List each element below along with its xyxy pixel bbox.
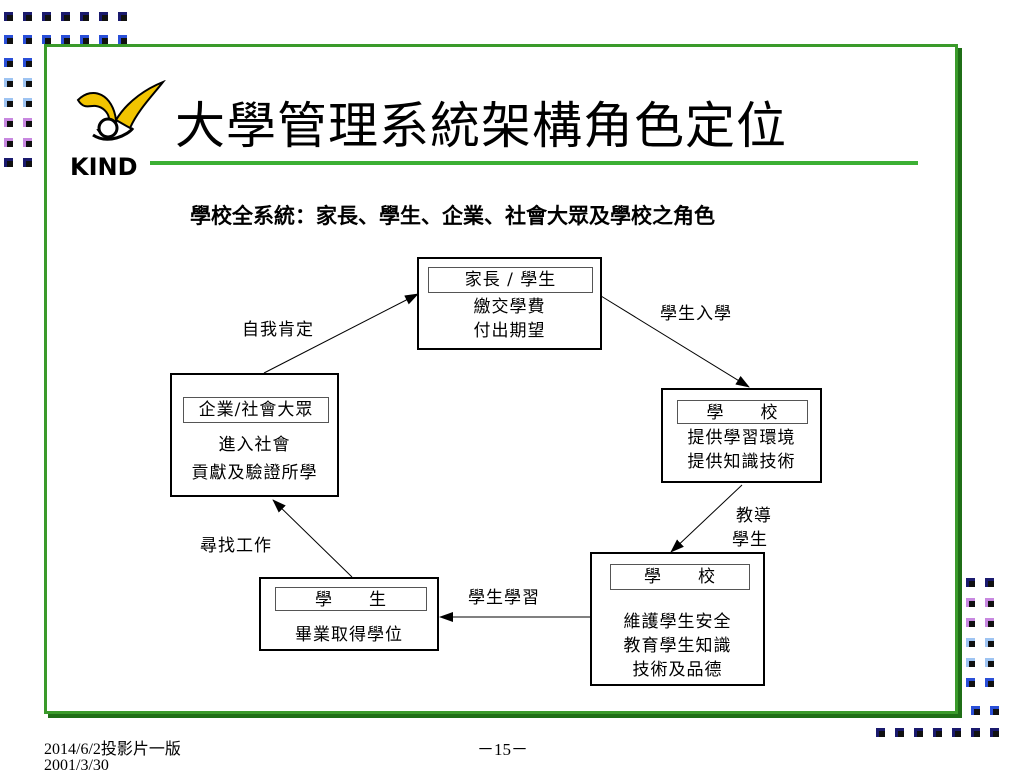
title-underline [150,161,918,165]
decor-dot-shadow [7,161,13,167]
label-find-job: 尋找工作 [200,536,272,556]
box-parents-students: 家長 / 學生 繳交學費 付出期望 [417,257,602,350]
decor-dot-shadow [917,731,923,737]
decor-dot-shadow [26,161,32,167]
label-self-affirm: 自我肯定 [242,320,314,340]
box-header: 學 生 [275,587,427,611]
box-line: 進入社會 [218,435,291,455]
decor-dot-shadow [969,601,975,607]
arrow-enroll [600,295,750,388]
box-line: 技術及品德 [632,660,723,680]
decor-dot-shadow [7,101,13,107]
decor-dot-shadow [955,731,961,737]
label-learn: 學生學習 [468,588,540,608]
decor-dot-shadow [7,61,13,67]
decor-dots-top-left [4,12,127,167]
label-teach-1: 教導 [736,506,772,526]
arrow-find-job [272,499,353,578]
decor-dot-shadow [974,709,980,715]
decor-dot-shadow [936,731,942,737]
decor-dot-shadow [64,38,70,44]
decor-dot-shadow [121,15,127,21]
decor-dot-shadow [102,15,108,21]
kind-logo: KIND [70,80,166,180]
box-line: 貢獻及驗證所學 [191,463,318,483]
footer-date-2: 2001/3/30 [44,757,109,774]
decor-dot-shadow [26,81,32,87]
decor-dot-shadow [45,38,51,44]
page-number: －15－ [477,740,528,759]
decor-dot-shadow [988,581,994,587]
box-line: 付出期望 [473,321,546,341]
footer-date: 2014/6/2投影片一版 [44,741,181,758]
decor-dot-shadow [26,141,32,147]
box-header: 學 校 [677,400,808,424]
box-student: 學 生 畢業取得學位 [259,577,439,651]
box-enterprise-society: 企業/社會大眾 進入社會 貢獻及驗證所學 [170,373,339,497]
decor-dot-shadow [969,641,975,647]
box-header: 家長 / 學生 [428,267,593,293]
decor-dot-shadow [969,681,975,687]
box-line: 畢業取得學位 [295,625,403,645]
decor-dot-shadow [898,731,904,737]
slide-frame [44,44,958,714]
decor-dot-shadow [26,15,32,21]
decor-dot-shadow [988,661,994,667]
decor-dot-shadow [969,581,975,587]
decor-dot-shadow [102,38,108,44]
logo-text: KIND [70,153,138,180]
decor-dot-shadow [969,661,975,667]
decor-dot-shadow [7,121,13,127]
decor-dot-shadow [83,15,89,21]
decor-dot-shadow [988,601,994,607]
decor-dot-shadow [64,15,70,21]
decor-dot-shadow [7,15,13,21]
decor-dot-shadow [26,121,32,127]
label-teach-2: 學生 [732,530,768,550]
box-line: 教育學生知識 [623,636,732,656]
decor-dot-shadow [7,38,13,44]
box-school-care: 學 校 維護學生安全 教育學生知識 技術及品德 [590,552,765,686]
decor-dot-shadow [988,621,994,627]
decor-dot-shadow [993,709,999,715]
decor-dot-shadow [7,141,13,147]
decor-dot-shadow [7,81,13,87]
box-school-environment: 學 校 提供學習環境 提供知識技術 [661,388,822,483]
decor-dot-shadow [83,38,89,44]
box-line: 維護學生安全 [623,612,732,632]
slide-title: 大學管理系統架構角色定位 [175,97,787,155]
decor-dot-shadow [26,101,32,107]
decor-dot-shadow [955,709,961,715]
decor-dot-shadow [26,61,32,67]
decor-dot-shadow [974,731,980,737]
box-header: 學 校 [610,564,750,590]
box-line: 繳交學費 [473,297,546,317]
label-enroll: 學生入學 [660,304,732,324]
decor-dot-shadow [121,38,127,44]
arrow-teach [670,484,743,553]
box-header: 企業/社會大眾 [183,397,329,423]
decor-dot-shadow [45,15,51,21]
decor-dot-shadow [988,641,994,647]
decor-dot-shadow [993,731,999,737]
arrow-self-affirm [263,293,419,374]
decor-dot-shadow [969,621,975,627]
decor-dot-shadow [879,731,885,737]
decor-dot-shadow [988,681,994,687]
decor-dot-shadow [26,38,32,44]
slide-subtitle: 學校全系統：家長、學生、企業、社會大眾及學校之角色 [190,204,715,228]
box-line: 提供學習環境 [687,428,796,448]
box-line: 提供知識技術 [687,452,796,472]
